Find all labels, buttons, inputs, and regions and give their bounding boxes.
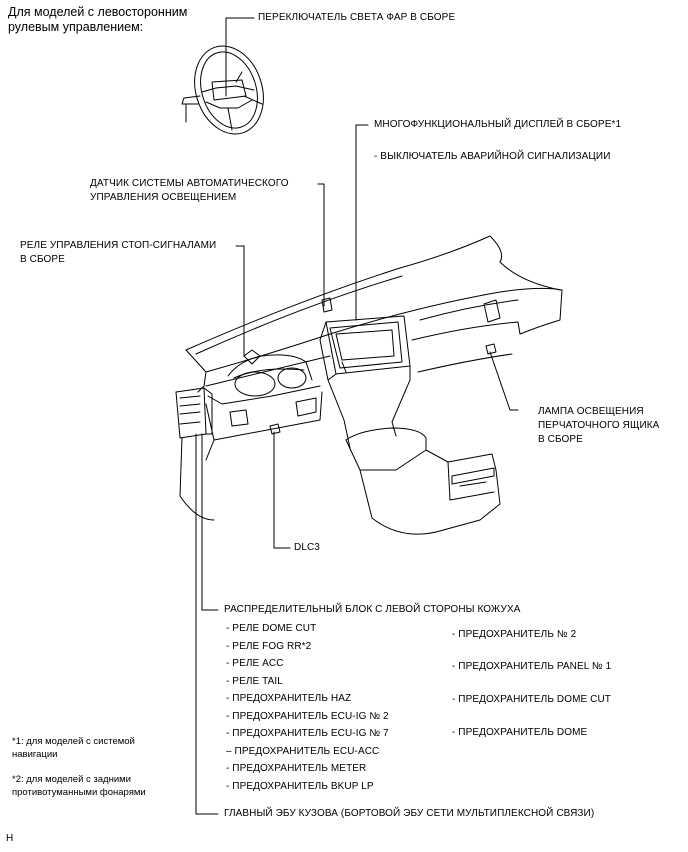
label-headlight-switch: ПЕРЕКЛЮЧАТЕЛЬ СВЕТА ФАР В СБОРЕ	[258, 12, 456, 23]
note-1-line-1: *1: для моделей с системой	[12, 736, 135, 747]
label-glovebox-lamp-line-1: ЛАМПА ОСВЕЩЕНИЯ	[538, 406, 644, 417]
junction-item: – ПРЕДОХРАНИТЕЛЬ ECU-ACC	[226, 746, 380, 757]
label-dlc3: DLC3	[294, 542, 320, 553]
left-caption-line-1: Для моделей с левосторонним	[8, 5, 188, 19]
corner-mark: H	[6, 833, 14, 844]
note-1-line-2: навигации	[12, 749, 58, 760]
label-multi-display: МНОГОФУНКЦИОНАЛЬНЫЙ ДИСПЛЕЙ В СБОРЕ*1	[374, 119, 622, 130]
junction-item: - ПРЕДОХРАНИТЕЛЬ ECU-IG № 2	[226, 711, 389, 722]
junction-item: - ПРЕДОХРАНИТЕЛЬ BKUP LP	[226, 781, 374, 792]
left-caption-line-2: рулевым управлением:	[8, 20, 144, 34]
junction-item: - ПРЕДОХРАНИТЕЛЬ DOME	[452, 727, 588, 738]
junction-item: - ПРЕДОХРАНИТЕЛЬ HAZ	[226, 693, 352, 704]
junction-item: - ПРЕДОХРАНИТЕЛЬ DOME CUT	[452, 694, 611, 705]
label-stop-relay-line-1: РЕЛЕ УПРАВЛЕНИЯ СТОП-СИГНАЛАМИ	[20, 240, 217, 251]
label-auto-light-sensor-line-2: УПРАВЛЕНИЯ ОСВЕЩЕНИЕМ	[90, 192, 237, 203]
junction-item: - РЕЛЕ ACC	[226, 658, 284, 669]
steering-wheel-illustration	[181, 45, 264, 135]
junction-item: - ПРЕДОХРАНИТЕЛЬ ECU-IG № 7	[226, 728, 389, 739]
label-auto-light-sensor-line-1: ДАТЧИК СИСТЕМЫ АВТОМАТИЧЕСКОГО	[90, 178, 289, 189]
label-glovebox-lamp-line-2: ПЕРЧАТОЧНОГО ЯЩИКА	[538, 420, 660, 431]
label-hazard-switch: - ВЫКЛЮЧАТЕЛЬ АВАРИЙНОЙ СИГНАЛИЗАЦИИ	[374, 151, 611, 162]
junction-item: - ПРЕДОХРАНИТЕЛЬ PANEL № 1	[452, 661, 612, 672]
label-stop-relay-line-2: В СБОРЕ	[20, 254, 65, 265]
label-junction-block: РАСПРЕДЕЛИТЕЛЬНЫЙ БЛОК С ЛЕВОЙ СТОРОНЫ К…	[224, 604, 521, 615]
note-2-line-2: противотуманными фонарями	[12, 787, 146, 798]
junction-item: - РЕЛЕ FOG RR*2	[226, 641, 312, 652]
label-glovebox-lamp-line-3: В СБОРЕ	[538, 434, 583, 445]
junction-item: - ПРЕДОХРАНИТЕЛЬ № 2	[452, 629, 577, 640]
junction-item: - РЕЛЕ DOME CUT	[226, 623, 317, 634]
junction-item: - ПРЕДОХРАНИТЕЛЬ METER	[226, 763, 367, 774]
label-main-body-ecu: ГЛАВНЫЙ ЭБУ КУЗОВА (БОРТОВОЙ ЭБУ СЕТИ МУ…	[224, 808, 595, 819]
note-2-line-1: *2: для моделей с задними	[12, 774, 131, 785]
junction-item: - РЕЛЕ TAIL	[226, 676, 283, 687]
